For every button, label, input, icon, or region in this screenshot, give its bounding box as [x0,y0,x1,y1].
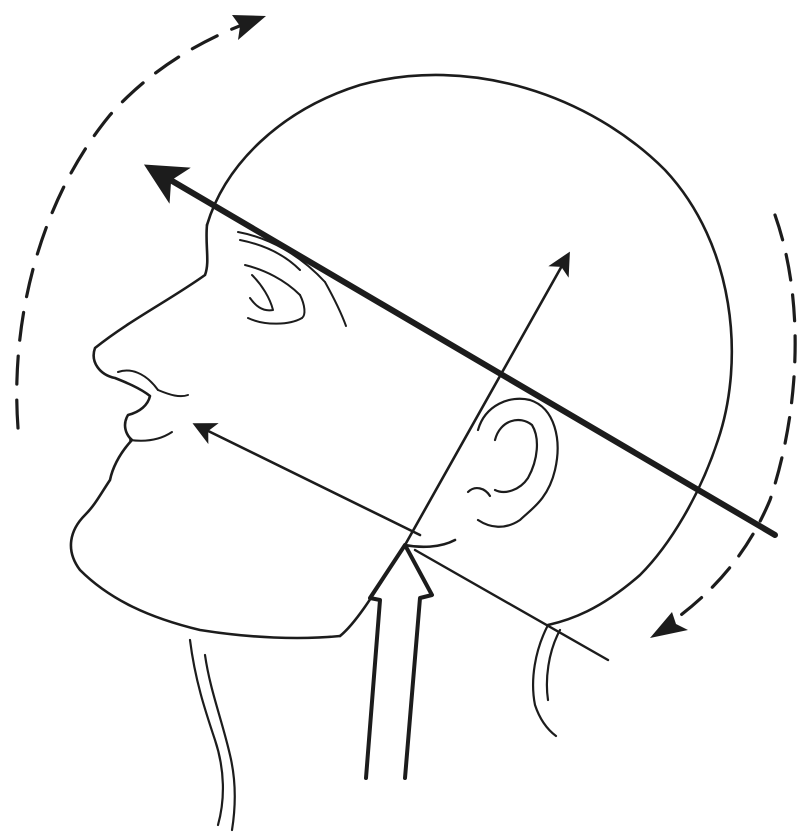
head-profile-diagram [0,0,807,834]
background [0,0,807,834]
